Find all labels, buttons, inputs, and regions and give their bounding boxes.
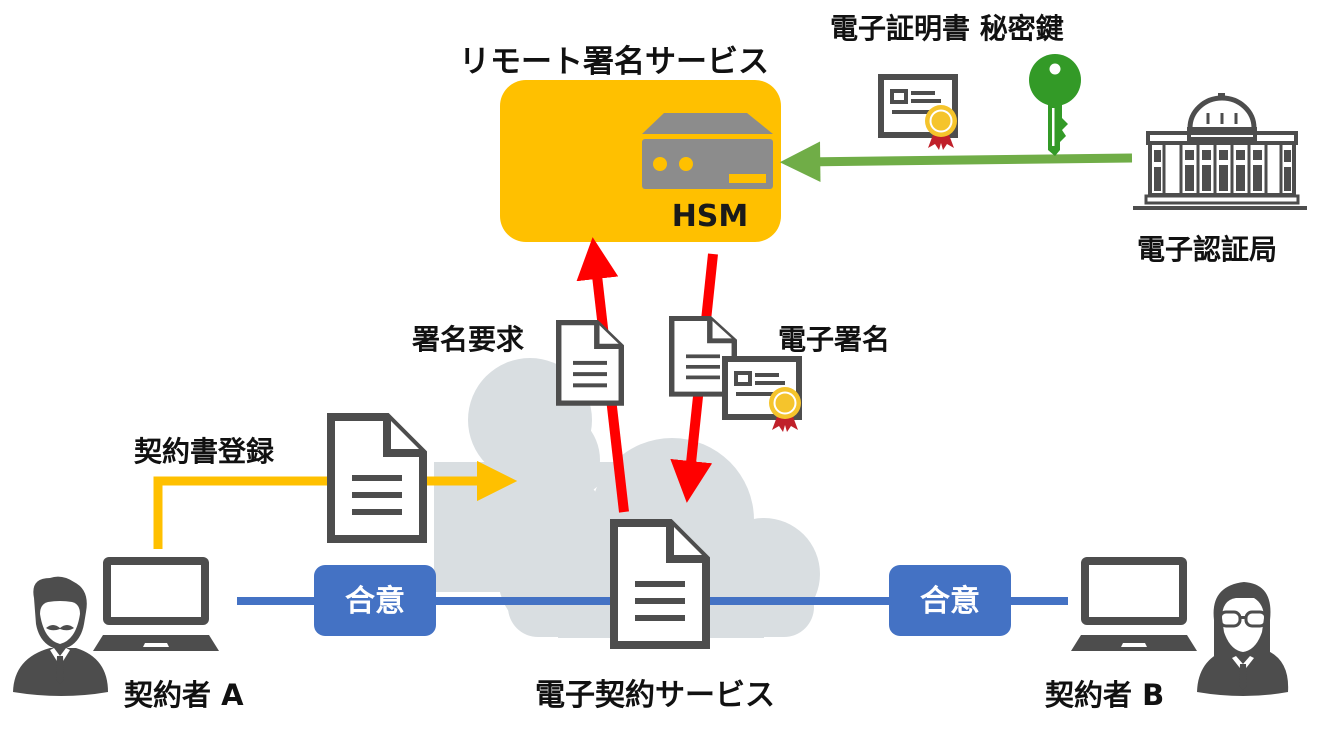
signature-certificate-icon bbox=[725, 359, 801, 432]
party-a-label: 契約者 A bbox=[124, 678, 244, 712]
contract-registration-label: 契約書登録 bbox=[134, 435, 275, 468]
contract-in-service-document-icon bbox=[614, 523, 706, 645]
hsm-label: HSM bbox=[672, 199, 749, 234]
agreement-right-label: 合意 bbox=[920, 584, 980, 619]
private-key-icon bbox=[1029, 54, 1081, 156]
digital-signature-label: 電子署名 bbox=[778, 323, 891, 356]
contract-document-icon bbox=[331, 417, 423, 539]
agreement-badge-left: 合意 bbox=[314, 565, 436, 636]
econtract-service-label: 電子契約サービス bbox=[535, 678, 775, 713]
remote-signing-service: HSM bbox=[500, 80, 781, 242]
hsm-server-icon bbox=[642, 113, 773, 189]
party-a-person-icon bbox=[13, 576, 108, 696]
agreement-badge-right: 合意 bbox=[889, 565, 1011, 636]
remote-signing-service-title: リモート署名サービス bbox=[459, 44, 769, 80]
party-b-person-icon bbox=[1197, 582, 1289, 696]
certificate-authority-label: 電子認証局 bbox=[1137, 233, 1278, 266]
ca-to-hsm-arrow bbox=[779, 141, 1133, 183]
certificate-and-key-title: 電子証明書 秘密鍵 bbox=[830, 12, 1064, 45]
agreement-left-label: 合意 bbox=[345, 584, 405, 619]
certificate-icon bbox=[881, 77, 957, 150]
signing-request-label: 署名要求 bbox=[412, 323, 525, 356]
certificate-authority-building-icon bbox=[1133, 93, 1307, 210]
party-a-laptop-icon bbox=[93, 557, 219, 651]
party-b-label: 契約者 B bbox=[1045, 678, 1165, 712]
signing-request-document-icon bbox=[559, 323, 622, 404]
party-b-laptop-icon bbox=[1071, 557, 1197, 651]
